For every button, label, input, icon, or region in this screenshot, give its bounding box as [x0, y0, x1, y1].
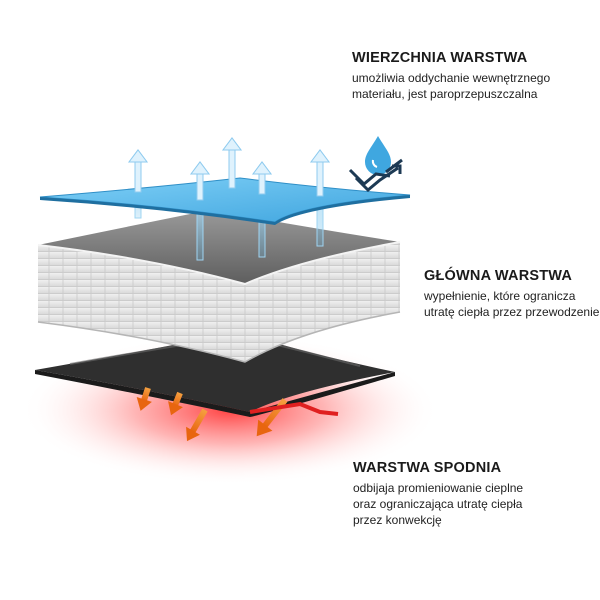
main-layer [37, 210, 401, 363]
top-layer-title: WIERZCHNIA WARSTWA [352, 50, 528, 66]
down-arrow-icon [168, 391, 183, 416]
down-arrow-icon [136, 387, 152, 411]
main-layer-label: GŁÓWNA WARSTWA wypełnienie, które ograni… [424, 268, 599, 320]
main-layer-description: wypełnienie, które ogranicza utratę ciep… [424, 288, 599, 320]
heat-arrows [136, 387, 339, 442]
bottom-layer-desc-line: oraz ograniczająca utratę ciepła [353, 497, 523, 511]
bottom-layer-label: WARSTWA SPODNIA odbijaja promieniowanie … [353, 460, 523, 528]
bottom-layer-title: WARSTWA SPODNIA [353, 460, 502, 476]
bottom-layer-desc-line: przez konwekcję [353, 513, 442, 527]
main-layer-desc-line: wypełnienie, które ogranicza [424, 289, 576, 303]
top-layer-description: umożliwia oddychanie wewnętrznego materi… [352, 70, 550, 102]
top-layer-desc-line: umożliwia oddychanie wewnętrznego [352, 71, 551, 85]
down-arrow-icon [186, 408, 208, 442]
bottom-layer-description: odbijaja promieniowanie cieplne oraz ogr… [353, 480, 523, 528]
bottom-layer-desc-line: odbijaja promieniowanie cieplne [353, 481, 524, 495]
vapor-arrow-tips [128, 137, 330, 201]
top-layer-label: WIERZCHNIA WARSTWA umożliwia oddychanie … [352, 50, 550, 102]
top-layer-desc-line: materiału, jest paroprzepuszczalna [352, 87, 538, 101]
main-layer-desc-line: utratę ciepła przez przewodzenie [424, 305, 600, 319]
main-layer-title: GŁÓWNA WARSTWA [424, 268, 573, 284]
top-layer [39, 177, 411, 225]
water-drop-icon [348, 136, 403, 193]
